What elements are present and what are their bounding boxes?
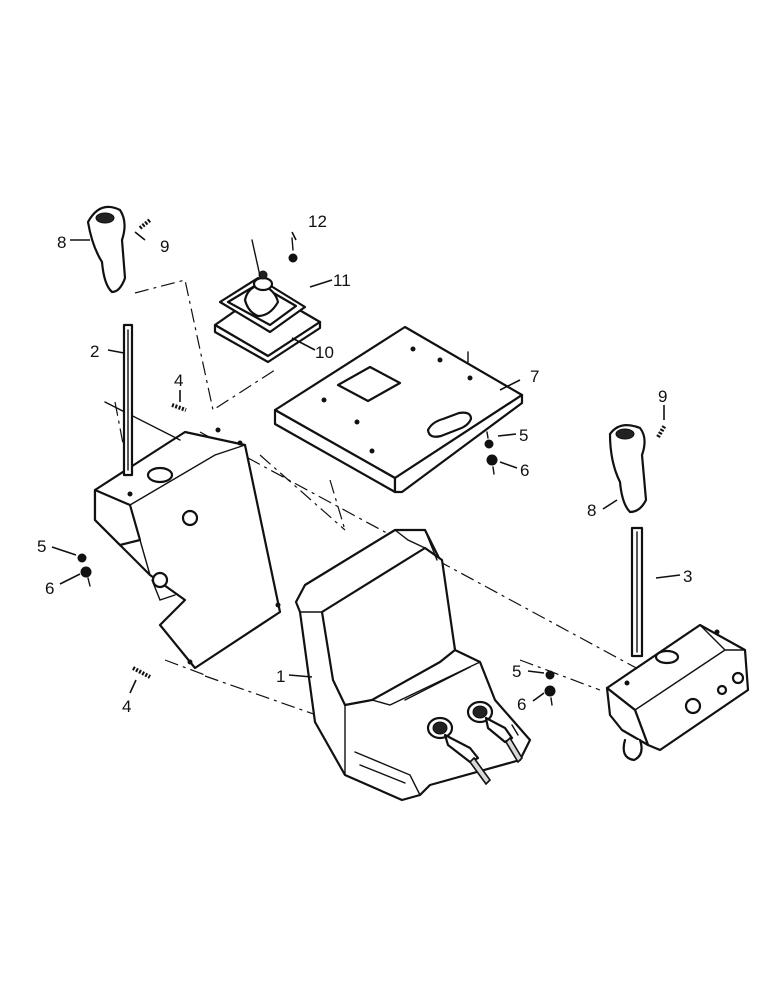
part-12-screw bbox=[288, 237, 298, 263]
console-switch-left bbox=[426, 716, 492, 786]
callout-6-left: 6 bbox=[45, 579, 54, 598]
callout-5-right: 5 bbox=[512, 662, 521, 681]
callout-9-left: 9 bbox=[160, 237, 169, 256]
part-7-top-plate bbox=[273, 325, 524, 494]
part-8-knob-right bbox=[608, 423, 648, 514]
console-switch-right bbox=[466, 700, 524, 764]
callout-10: 10 bbox=[315, 343, 334, 362]
callout-8-right: 8 bbox=[587, 501, 596, 520]
callout-9-right: 9 bbox=[658, 387, 667, 406]
leader-lines bbox=[51, 231, 681, 702]
callout-4-lower: 4 bbox=[122, 697, 131, 716]
right-lever-bracket bbox=[605, 623, 750, 762]
callout-2: 2 bbox=[90, 342, 99, 361]
part-8-knob-left bbox=[86, 205, 127, 294]
callout-5-left: 5 bbox=[37, 537, 46, 556]
callout-5-upper: 5 bbox=[519, 426, 528, 445]
part-4-screw-lower bbox=[132, 666, 151, 679]
part-5-6-hardware bbox=[77, 431, 556, 706]
part-4-screw-upper bbox=[171, 403, 187, 412]
left-lever-bracket bbox=[93, 401, 282, 670]
callout-3: 3 bbox=[683, 567, 692, 586]
part-2-lever-rod bbox=[122, 323, 134, 477]
callout-7: 7 bbox=[530, 367, 539, 386]
callout-6-upper: 6 bbox=[520, 461, 529, 480]
callout-labels: 8 9 2 12 11 10 4 7 5 6 9 8 3 5 6 1 4 5 6 bbox=[37, 212, 692, 716]
part-1-console-housing bbox=[294, 528, 532, 802]
part-3-lever-rod bbox=[630, 526, 644, 658]
callout-6-right: 6 bbox=[517, 695, 526, 714]
part-10-11-boot-assembly bbox=[213, 239, 322, 364]
callout-12: 12 bbox=[308, 212, 327, 231]
part-9-pin-left bbox=[138, 218, 152, 230]
part-9-pin-right bbox=[656, 423, 667, 439]
callout-4-upper: 4 bbox=[174, 371, 183, 390]
callout-11: 11 bbox=[333, 271, 351, 290]
callout-1: 1 bbox=[276, 667, 285, 686]
callout-8-left: 8 bbox=[57, 233, 66, 252]
